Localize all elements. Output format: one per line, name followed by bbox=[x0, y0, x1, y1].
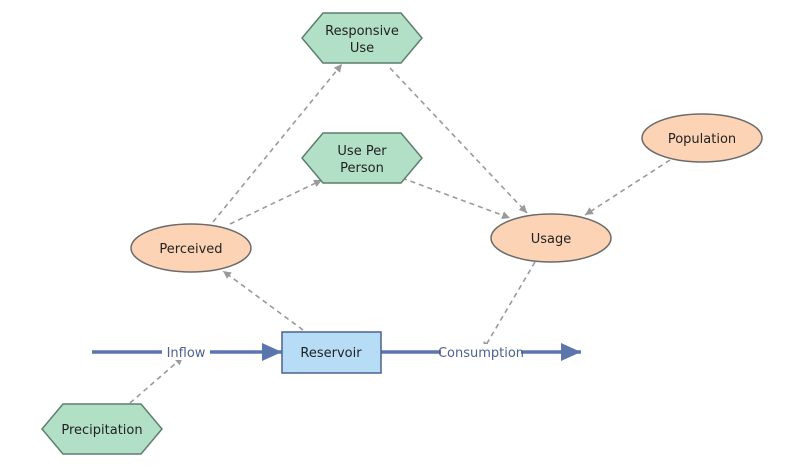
link-reservoir-to-perceived[interactable] bbox=[222, 270, 304, 331]
inflow-label: Inflow bbox=[167, 346, 206, 361]
inflow-label-background bbox=[162, 344, 210, 360]
usage-ellipse bbox=[490, 213, 612, 263]
influence-links bbox=[129, 63, 671, 404]
responsive-use-hexagon bbox=[301, 12, 423, 64]
link-perceived-to-responsive-use[interactable] bbox=[212, 63, 343, 223]
link-population-to-usage[interactable] bbox=[584, 159, 671, 216]
node-responsive-use[interactable]: Responsive Use bbox=[301, 12, 423, 64]
link-use-per-person-to-usage[interactable] bbox=[401, 177, 511, 219]
perceived-label: Perceived bbox=[159, 242, 222, 257]
use-per-person-label-line2: Person bbox=[340, 161, 384, 176]
consumption-label-background bbox=[441, 344, 521, 360]
consumption-label: Consumption bbox=[438, 346, 524, 361]
node-perceived[interactable]: Perceived bbox=[130, 223, 252, 273]
flows: Inflow Consumption bbox=[92, 343, 581, 361]
node-usage[interactable]: Usage bbox=[490, 213, 612, 263]
link-responsive-use-to-usage[interactable] bbox=[389, 67, 528, 214]
responsive-use-label-line1: Responsive bbox=[325, 24, 399, 39]
node-use-per-person[interactable]: Use Per Person bbox=[301, 132, 423, 184]
reservoir-label: Reservoir bbox=[300, 346, 362, 361]
population-label: Population bbox=[668, 132, 736, 147]
reservoir-box bbox=[281, 331, 382, 374]
link-usage-to-consumption[interactable] bbox=[482, 261, 536, 351]
population-ellipse bbox=[641, 113, 763, 163]
perceived-ellipse bbox=[130, 223, 252, 273]
precipitation-hexagon bbox=[41, 403, 163, 455]
usage-label: Usage bbox=[531, 232, 572, 247]
link-precipitation-to-inflow[interactable] bbox=[129, 356, 184, 404]
precipitation-label: Precipitation bbox=[61, 423, 142, 438]
link-perceived-to-use-per-person[interactable] bbox=[229, 179, 323, 225]
node-reservoir[interactable]: Reservoir bbox=[281, 331, 382, 374]
use-per-person-hexagon bbox=[301, 132, 423, 184]
node-precipitation[interactable]: Precipitation bbox=[41, 403, 163, 455]
responsive-use-label-line2: Use bbox=[350, 41, 374, 56]
node-population[interactable]: Population bbox=[641, 113, 763, 163]
use-per-person-label-line1: Use Per bbox=[337, 144, 387, 159]
